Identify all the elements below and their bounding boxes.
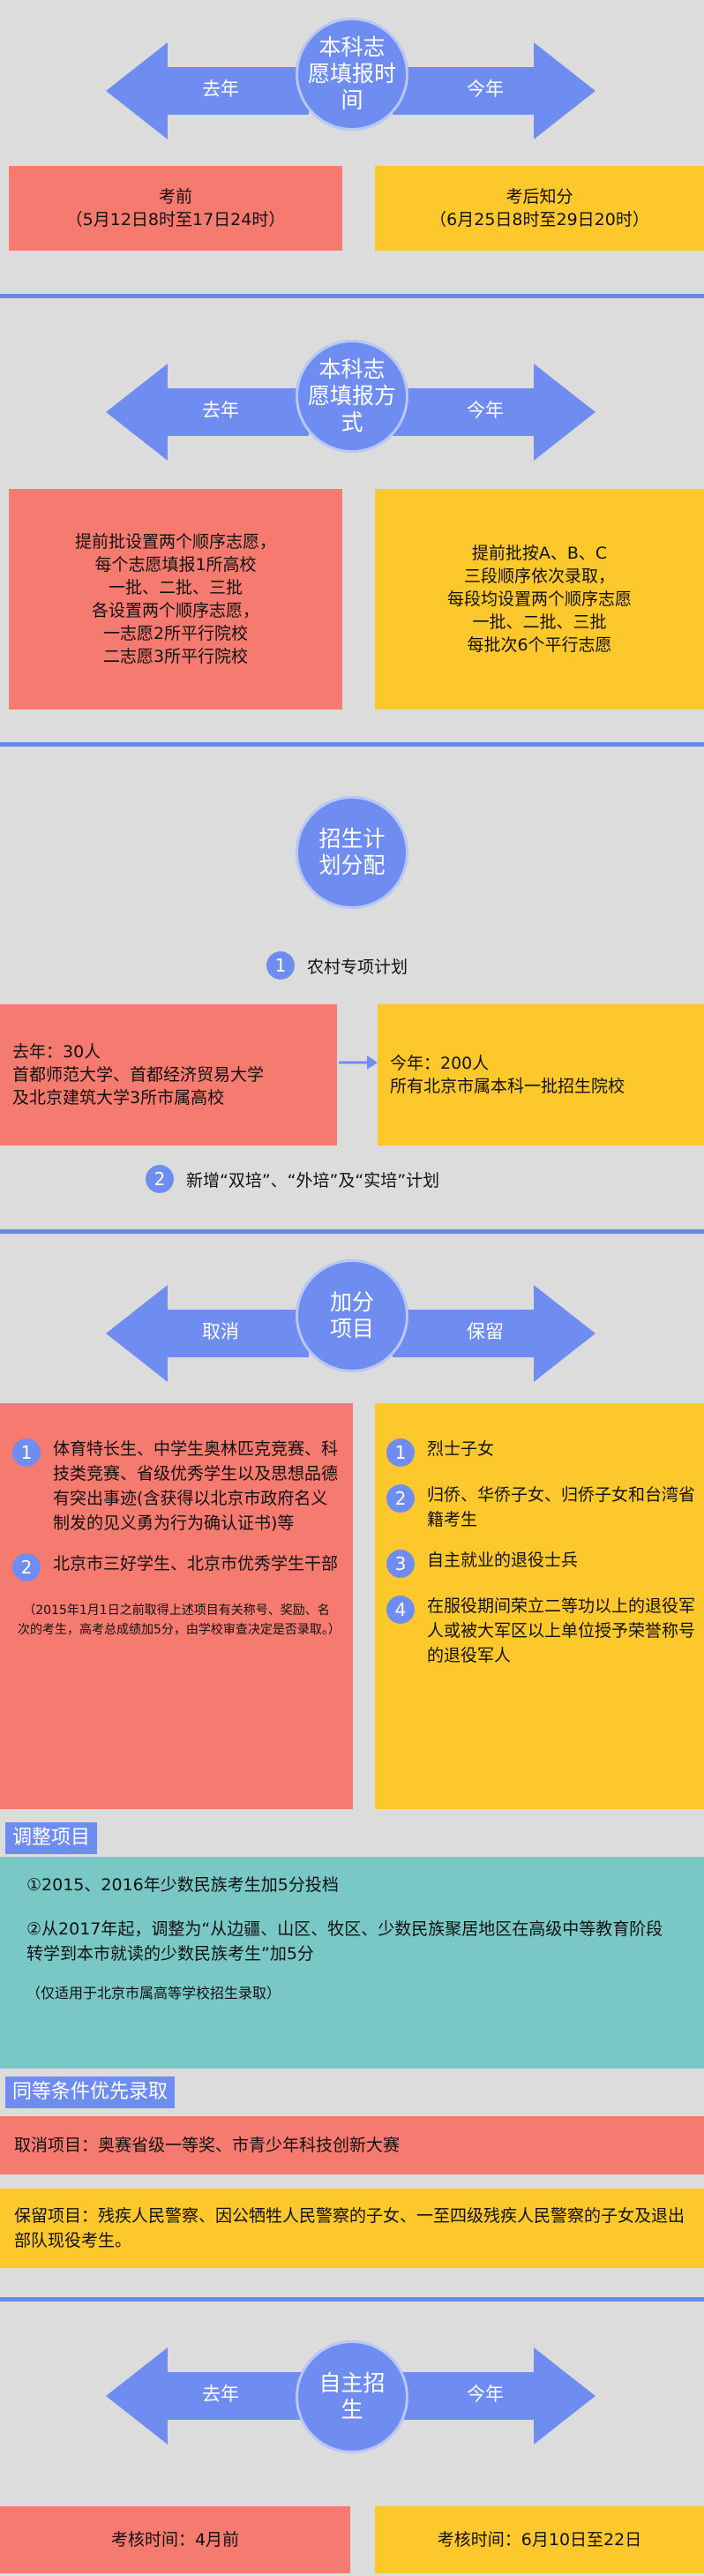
item-text: 北京市三好学生、北京市优秀学生干部 bbox=[53, 1554, 339, 1573]
right-arrow-icon bbox=[393, 1285, 595, 1382]
this-year-box: 考后知分（6月25日8时至29日20时） bbox=[375, 166, 704, 251]
last-year-box: 考前（5月12日8时至17日24时） bbox=[9, 166, 342, 251]
adjustment-box: ①2015、2016年少数民族考生加5分投档 ②从2017年起，调整为“从边疆、… bbox=[0, 1857, 704, 2069]
number-badge: 1 bbox=[266, 951, 295, 980]
right-arrow-icon bbox=[393, 2347, 595, 2445]
section-title-circle: 自主招生 bbox=[296, 2340, 408, 2453]
number-badge: 1 bbox=[386, 1438, 415, 1467]
section-title-circle: 本科志愿填报方式 bbox=[296, 340, 408, 453]
number-badge: 3 bbox=[386, 1550, 415, 1578]
list-item: 1 烈士子女 bbox=[386, 1437, 697, 1467]
right-arrow-icon bbox=[393, 42, 595, 139]
kept-items-box bbox=[375, 1403, 704, 1809]
item-text: 在服役期间荣立二等功以上的退役军人或被大军区以上单位授予荣誉称号的退役军人 bbox=[427, 1596, 696, 1665]
item-text: 体育特长生、中学生奥林匹克竞赛、科技类竞赛、省级优秀学生以及思想品德有突出事迹(… bbox=[53, 1439, 339, 1533]
item-label: 新增“双培”、“外培”及“实培”计划 bbox=[186, 1170, 440, 1190]
cancel-label: 取消 bbox=[202, 1321, 239, 1342]
item-new-plans: 2 新增“双培”、“外培”及“实培”计划 bbox=[146, 1165, 439, 1193]
adjustment-point-2: ②从2017年起，调整为“从边疆、山区、牧区、少数民族聚居地区在高级中等教育阶段… bbox=[26, 1919, 663, 1964]
last-year-label: 去年 bbox=[202, 2384, 239, 2405]
this-year-label: 今年 bbox=[467, 79, 504, 100]
divider bbox=[0, 1229, 704, 1234]
number-badge: 2 bbox=[12, 1553, 41, 1581]
this-year-box: 今年：200人所有北京市属本科一批招生院校 bbox=[378, 1004, 704, 1145]
this-year-label: 今年 bbox=[467, 400, 504, 421]
left-arrow-icon bbox=[106, 1285, 309, 1382]
number-badge: 2 bbox=[386, 1484, 415, 1513]
left-arrow-icon bbox=[106, 2347, 309, 2445]
divider bbox=[0, 294, 704, 298]
right-arrow-icon bbox=[393, 364, 595, 461]
last-year-box: 考核时间：4月前 bbox=[0, 2506, 350, 2573]
number-badge: 2 bbox=[146, 1165, 174, 1193]
number-badge: 4 bbox=[386, 1596, 415, 1624]
section-title-circle: 本科志愿填报时间 bbox=[296, 18, 408, 131]
list-item: 1 体育特长生、中学生奥林匹克竞赛、科技类竞赛、省级优秀学生以及思想品德有突出事… bbox=[12, 1437, 341, 1536]
keep-label: 保留 bbox=[467, 1321, 504, 1342]
list-item: 4 在服役期间荣立二等功以上的退役军人或被大军区以上单位授予荣誉称号的退役军人 bbox=[386, 1594, 697, 1668]
note-text: （2015年1月1日之前取得上述项目有关称号、奖励、名次的考生，高考总成绩加5分… bbox=[18, 1603, 341, 1637]
this-year-label: 今年 bbox=[467, 2384, 504, 2405]
note-text: （仅适用于北京市属高等学校招生录取） bbox=[26, 1985, 281, 2001]
item-text: 归侨、华侨子女、归侨子女和台湾省籍考生 bbox=[427, 1485, 696, 1529]
divider bbox=[0, 2297, 704, 2302]
kept-items-list: 1 烈士子女 2 归侨、华侨子女、归侨子女和台湾省籍考生 3 自主就业的退役士兵… bbox=[386, 1437, 697, 1684]
left-arrow-icon bbox=[106, 364, 309, 461]
item-text: 自主就业的退役士兵 bbox=[427, 1551, 579, 1570]
list-item: 2 北京市三好学生、北京市优秀学生干部 bbox=[12, 1551, 341, 1581]
cancelled-priority-box: 取消项目：奥赛省级一等奖、市青少年科技创新大赛 bbox=[0, 2116, 704, 2174]
divider bbox=[0, 742, 704, 747]
kept-priority-box: 保留项目：残疾人民警察、因公牺牲人民警察的子女、一至四级残疾人民警察的子女及退出… bbox=[0, 2189, 704, 2268]
cancelled-items-box bbox=[0, 1403, 353, 1809]
list-item: 3 自主就业的退役士兵 bbox=[386, 1548, 697, 1578]
priority-tag: 同等条件优先录取 bbox=[5, 2077, 176, 2108]
item-text: 烈士子女 bbox=[427, 1439, 495, 1459]
section-title-circle: 加分项目 bbox=[296, 1259, 408, 1372]
list-item: 2 归侨、华侨子女、归侨子女和台湾省籍考生 bbox=[386, 1483, 697, 1532]
last-year-box: 去年：30人首都师范大学、首都经济贸易大学及北京建筑大学3所市属高校 bbox=[0, 1004, 337, 1145]
left-arrow-icon bbox=[106, 42, 309, 139]
item-label: 农村专项计划 bbox=[307, 957, 408, 977]
last-year-label: 去年 bbox=[202, 400, 239, 421]
section-title-circle: 招生计划分配 bbox=[296, 796, 408, 909]
adjustment-point-1: ①2015、2016年少数民族考生加5分投档 bbox=[26, 1875, 339, 1895]
cancelled-items-list: 1 体育特长生、中学生奥林匹克竞赛、科技类竞赛、省级优秀学生以及思想品德有突出事… bbox=[12, 1437, 341, 1640]
last-year-box: 提前批设置两个顺序志愿，每个志愿填报1所高校一批、二批、三批 各设置两个顺序志愿… bbox=[9, 489, 342, 710]
adjustment-tag: 调整项目 bbox=[5, 1822, 98, 1854]
right-arrow-icon bbox=[339, 1055, 378, 1070]
item-rural-plan: 1 农村专项计划 bbox=[266, 951, 408, 980]
this-year-box: 考核时间：6月10日至22日 bbox=[375, 2506, 704, 2573]
last-year-label: 去年 bbox=[202, 79, 239, 100]
number-badge: 1 bbox=[12, 1438, 41, 1467]
